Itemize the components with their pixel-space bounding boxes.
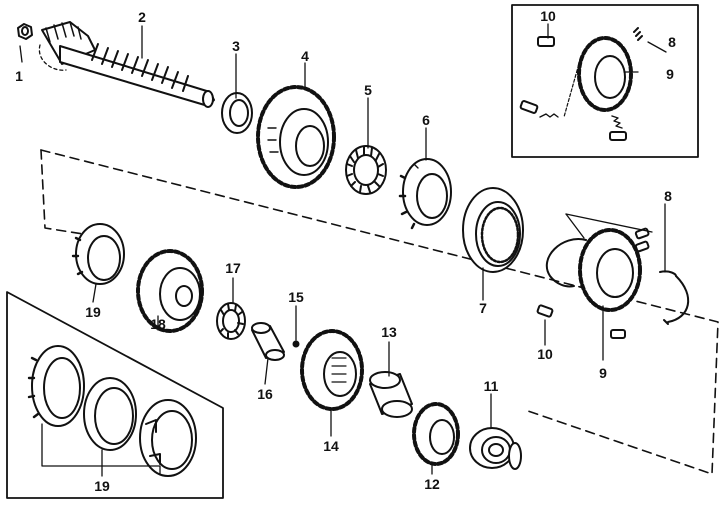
part-9-synchronizer-hub [536, 213, 653, 339]
part-8-snap-rings [545, 238, 690, 325]
callout-9-top: 9 [666, 66, 674, 82]
callout-8-top: 8 [668, 34, 676, 50]
callout-7: 7 [479, 300, 487, 316]
callout-14: 14 [323, 438, 339, 454]
part-1-nut [17, 23, 33, 40]
callout-3: 3 [232, 38, 240, 54]
part-19-synchronizer-ring [71, 223, 125, 285]
callout-12: 12 [424, 476, 440, 492]
callout-9-mid: 9 [599, 365, 607, 381]
callout-15: 15 [288, 289, 304, 305]
part-18-gear [136, 249, 204, 333]
callout-19-mid: 19 [85, 304, 101, 320]
part-11-ball-bearing [469, 427, 522, 470]
part-4-gear [256, 85, 336, 189]
part-7-sleeve [462, 187, 524, 273]
part-14-gear [300, 329, 364, 411]
part-13-collar [369, 371, 413, 418]
part-12-gear [412, 402, 460, 466]
inset-box-synchronizer-rings [6, 291, 224, 499]
part-3-thrust-washer [221, 92, 253, 134]
callout-2: 2 [138, 9, 146, 25]
callout-5: 5 [364, 82, 372, 98]
part-17-needle-bearing [216, 302, 246, 340]
callout-19-bottom: 19 [94, 478, 110, 494]
callout-18: 18 [150, 316, 166, 332]
callout-10-top: 10 [540, 8, 556, 24]
callout-1: 1 [15, 68, 23, 84]
part-15-ball [292, 340, 300, 348]
inset-box-synchronizer-detail [511, 4, 699, 158]
part-5-needle-bearing [345, 145, 387, 195]
part-6-synchronizer-ring [398, 158, 452, 230]
callout-17: 17 [225, 260, 241, 276]
callout-8-mid: 8 [664, 188, 672, 204]
inset-hub-detail [519, 27, 643, 141]
callout-13: 13 [381, 324, 397, 340]
callout-4: 4 [301, 48, 309, 64]
callout-10-mid: 10 [537, 346, 553, 362]
callout-11: 11 [483, 378, 499, 394]
part-16-collar [251, 322, 285, 361]
callout-16: 16 [257, 386, 273, 402]
leader-lines [19, 23, 667, 477]
inset-synchronizer-rings [27, 345, 197, 477]
part-2-mainshaft [38, 21, 215, 108]
dashed-assembly-outline [40, 149, 719, 475]
callout-6: 6 [422, 112, 430, 128]
